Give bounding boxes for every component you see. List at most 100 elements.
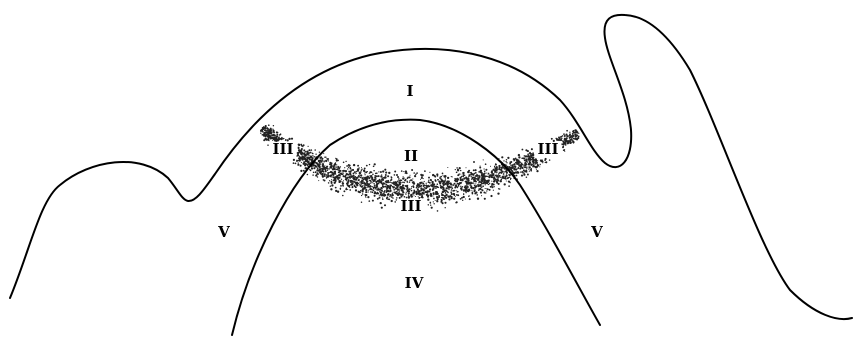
stipple-dot xyxy=(479,169,483,172)
stipple-dot xyxy=(497,192,500,195)
stipple-dot xyxy=(318,168,321,170)
stipple-dot xyxy=(456,190,458,192)
stipple-dot xyxy=(450,175,452,178)
stipple-dot xyxy=(526,166,528,168)
stipple-dot xyxy=(434,175,437,178)
stipple-dot xyxy=(321,172,324,175)
stipple-dot xyxy=(315,165,318,168)
stipple-dot xyxy=(274,136,278,139)
stipple-dot xyxy=(562,140,564,142)
stipple-dot xyxy=(413,191,416,194)
stipple-dot xyxy=(427,204,430,206)
stipple-dot xyxy=(563,138,565,140)
stipple-dot xyxy=(458,173,460,175)
stipple-dot xyxy=(348,176,351,179)
stipple-dot xyxy=(479,171,482,174)
stipple-dot xyxy=(400,181,402,184)
stipple-dot xyxy=(410,187,412,189)
stipple-dot xyxy=(390,184,393,187)
stipple-dot xyxy=(377,179,380,183)
stipple-dot xyxy=(421,186,423,188)
stipple-dot xyxy=(393,174,396,176)
stipple-dot xyxy=(489,165,492,167)
stipple-dot xyxy=(360,189,362,192)
stipple-dot xyxy=(333,176,335,179)
stipple-dot xyxy=(385,183,388,186)
stipple-dot xyxy=(487,172,490,175)
stipple-dot xyxy=(396,186,399,188)
stipple-dot xyxy=(468,174,471,176)
stipple-dot xyxy=(419,178,422,180)
stipple-dot xyxy=(440,200,443,203)
stipple-dot xyxy=(514,166,517,168)
stipple-dot xyxy=(365,171,368,174)
stipple-dot xyxy=(336,168,339,171)
stipple-dot xyxy=(396,197,398,199)
stipple-dot xyxy=(465,167,467,169)
stipple-dot xyxy=(272,128,274,130)
stipple-dot xyxy=(374,174,377,177)
stipple-dot xyxy=(398,179,400,181)
stipple-dot xyxy=(528,170,530,172)
stipple-dot xyxy=(516,163,518,165)
stipple-dot xyxy=(382,198,384,200)
stipple-dot xyxy=(520,163,523,166)
stipple-dot xyxy=(439,176,441,178)
stipple-dot xyxy=(290,137,294,140)
stipple-dot xyxy=(327,171,330,175)
stipple-dot xyxy=(337,171,340,174)
stipple-dot xyxy=(276,131,279,134)
stipple-dot xyxy=(514,158,516,160)
stipple-dot xyxy=(265,138,268,141)
stipple-dot xyxy=(312,157,314,159)
stipple-dot xyxy=(336,164,338,166)
stipple-dot xyxy=(430,206,433,209)
stipple-dot xyxy=(468,198,471,201)
stipple-dot xyxy=(566,129,568,132)
stipple-dot xyxy=(482,175,484,178)
stipple-dot xyxy=(357,182,360,185)
stipple-dot xyxy=(330,180,333,183)
stipple-dot xyxy=(378,187,380,189)
stipple-dot xyxy=(509,176,511,178)
stipple-dot xyxy=(456,167,458,169)
stipple-dot xyxy=(350,175,354,178)
stipple-dot xyxy=(542,162,544,164)
stipple-dot xyxy=(481,189,484,192)
stipple-dot xyxy=(498,180,500,182)
stipple-dot xyxy=(475,191,478,194)
stipple-dot xyxy=(479,191,483,194)
stipple-dot xyxy=(505,177,507,180)
stipple-dot xyxy=(307,145,309,147)
stipple-dot xyxy=(316,172,319,175)
stipple-dot xyxy=(479,166,482,169)
stipple-dot xyxy=(338,179,340,181)
stipple-dot xyxy=(498,176,500,178)
stipple-dot xyxy=(485,188,487,190)
stipple-dot xyxy=(548,159,551,161)
stipple-dot xyxy=(400,170,403,172)
stipple-dot xyxy=(327,160,330,162)
stipple-dot xyxy=(421,181,423,183)
stipple-dot xyxy=(501,175,505,178)
stipple-dot xyxy=(572,130,575,132)
stipple-dot xyxy=(446,185,449,187)
stipple-dot xyxy=(381,190,383,192)
stipple-dot xyxy=(452,184,455,187)
stipple-dot xyxy=(481,180,484,183)
stipple-dot xyxy=(322,165,324,168)
stipple-dot xyxy=(510,177,512,180)
stipple-dot xyxy=(561,135,564,137)
stipple-dot xyxy=(379,181,382,184)
stipple-dot xyxy=(390,176,392,178)
stipple-dot xyxy=(455,181,457,183)
stipple-dot xyxy=(297,159,299,162)
stipple-dot xyxy=(456,168,459,171)
stipple-dot xyxy=(358,191,361,194)
stipple-dot xyxy=(510,169,513,172)
stipple-dot xyxy=(360,201,363,203)
stipple-dot xyxy=(465,191,467,194)
stipple-dot xyxy=(564,150,566,153)
stipple-dot xyxy=(331,176,333,178)
stipple-dot xyxy=(418,183,420,186)
